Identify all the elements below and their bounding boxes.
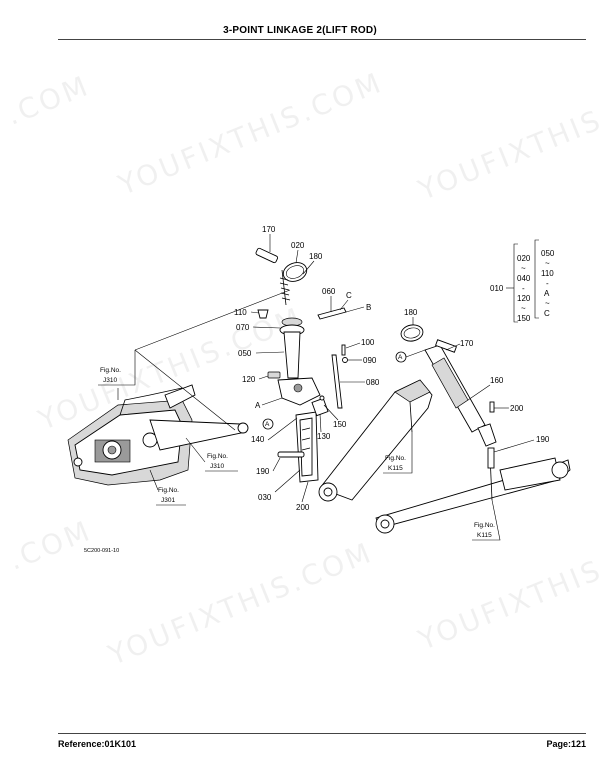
svg-text:Fig.No.: Fig.No. xyxy=(474,522,495,529)
fig-ref-j301[interactable]: Fig.No. J301 xyxy=(156,487,186,506)
fig-ref-j310[interactable]: Fig.No. J310 xyxy=(98,350,136,386)
part-label-070: 070 xyxy=(236,323,250,332)
part-label-080: 080 xyxy=(366,378,380,387)
svg-text:050: 050 xyxy=(541,249,555,258)
part-label-170: 170 xyxy=(460,339,474,348)
svg-text:Fig.No.: Fig.No. xyxy=(207,453,228,460)
svg-text:J310: J310 xyxy=(103,377,117,384)
svg-text:Fig.No.: Fig.No. xyxy=(100,367,121,374)
part-label-200: 200 xyxy=(510,404,524,413)
image-code: 5C200-091-10 xyxy=(84,548,119,554)
svg-text:Fig.No.: Fig.No. xyxy=(158,487,179,494)
svg-text:120: 120 xyxy=(517,294,531,303)
svg-text:020: 020 xyxy=(517,254,531,263)
page-title: 3-POINT LINKAGE 2(LIFT ROD) xyxy=(223,25,377,36)
svg-text:K115: K115 xyxy=(477,532,492,539)
lift-rod-assembly xyxy=(255,247,348,483)
svg-text:~: ~ xyxy=(521,264,526,273)
svg-text:C: C xyxy=(544,309,550,318)
part-label-160: 160 xyxy=(490,376,504,385)
svg-text:-: - xyxy=(546,279,549,288)
part-label-180: 180 xyxy=(309,252,323,261)
reference-number: Reference:01K101 xyxy=(58,739,137,749)
part-label-030: 030 xyxy=(258,493,272,502)
svg-text:A: A xyxy=(544,289,550,298)
svg-text:-: - xyxy=(522,284,525,293)
part-label-120: 120 xyxy=(242,375,256,384)
fig-ref-k115[interactable]: Fig.No. K115 xyxy=(383,432,413,474)
fig-ref-j310-2[interactable]: Fig.No. J310 xyxy=(205,453,238,472)
svg-text:150: 150 xyxy=(517,314,531,323)
part-label-150: 150 xyxy=(333,420,347,429)
header-rule xyxy=(58,39,586,40)
fig-ref-k115-2[interactable]: Fig.No. K115 xyxy=(472,499,501,541)
part-label-A-circled: A xyxy=(265,421,270,428)
part-label-190: 190 xyxy=(256,467,270,476)
svg-text:010: 010 xyxy=(490,284,504,293)
turnbuckle-rod xyxy=(400,324,497,469)
part-label-100: 100 xyxy=(361,338,375,347)
svg-text:Fig.No.: Fig.No. xyxy=(385,455,406,462)
svg-text:J310: J310 xyxy=(210,463,224,470)
footer-rule xyxy=(58,733,586,734)
part-label-A-circled: A xyxy=(398,354,403,361)
part-label-140: 140 xyxy=(251,435,265,444)
part-label-C: C xyxy=(346,291,352,300)
part-label-110: 110 xyxy=(234,308,247,317)
page-number: Page:121 xyxy=(546,739,586,749)
svg-text:J301: J301 xyxy=(161,497,175,504)
svg-text:K115: K115 xyxy=(388,465,403,472)
svg-text:~: ~ xyxy=(545,259,550,268)
assembly-010-callout: 010 020 ~ 040 - 120 ~ 150 050 ~ 110 - A … xyxy=(490,249,555,323)
part-label-060: 060 xyxy=(322,287,336,296)
svg-text:~: ~ xyxy=(521,304,526,313)
svg-text:~: ~ xyxy=(545,299,550,308)
part-label-130: 130 xyxy=(317,432,331,441)
lower-link xyxy=(318,379,433,502)
part-label-A: A xyxy=(255,401,261,410)
part-label-200: 200 xyxy=(296,503,310,512)
part-label-190: 190 xyxy=(536,435,550,444)
part-label-170: 170 xyxy=(262,225,276,234)
lower-link-long xyxy=(375,454,571,534)
part-label-180: 180 xyxy=(404,308,418,317)
part-label-050: 050 xyxy=(238,349,252,358)
part-label-020: 020 xyxy=(291,241,305,250)
part-label-090: 090 xyxy=(363,356,377,365)
part-label-B: B xyxy=(366,303,371,312)
svg-text:040: 040 xyxy=(517,274,531,283)
lift-arm xyxy=(149,419,247,451)
callout-circle-A xyxy=(262,418,274,430)
svg-text:110: 110 xyxy=(541,269,554,278)
lift-arm-eye xyxy=(237,422,249,434)
